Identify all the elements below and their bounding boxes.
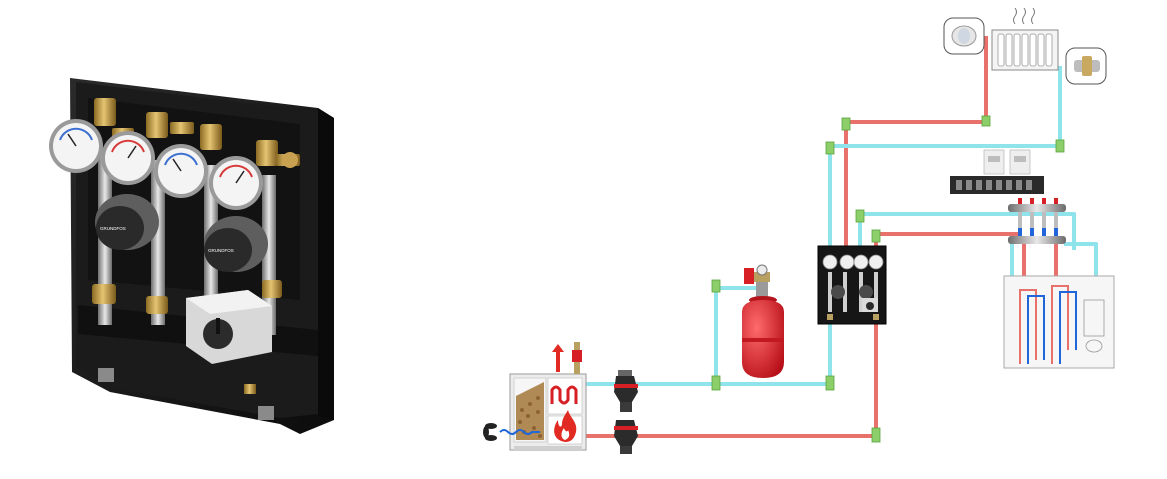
fan-icon: [483, 423, 497, 441]
heat-waves-icon: [1013, 7, 1035, 25]
pipe-2: [151, 160, 165, 325]
dirt-separator: [614, 420, 638, 454]
underfloor-loops: [1003, 275, 1115, 369]
air-flow-icon: [499, 429, 540, 435]
wiring-controller: [950, 176, 1044, 194]
lockshield-valve: [1065, 47, 1107, 85]
safety-valve: [552, 342, 582, 374]
pressure-gauge-2: [154, 144, 208, 198]
circulation-pump-1: GRUNDFOS: [95, 194, 159, 250]
temperature-gauge-1: [101, 131, 155, 185]
room-thermostats: [983, 149, 1031, 175]
pump-brand-2: GRUNDFOS: [208, 248, 234, 253]
mixing-valve-actuator: [186, 290, 272, 364]
pressure-gauge-1: [49, 119, 103, 173]
return-pipe-manifold-to-station: [858, 212, 1076, 250]
pipe-fittings: [711, 115, 1065, 443]
temperature-gauge-2: [209, 156, 263, 210]
return-pipe-boiler-to-station: [586, 286, 762, 386]
circulation-pump-2: GRUNDFOS: [204, 216, 268, 272]
pump-station-icon: [817, 245, 887, 325]
radiator: [991, 7, 1059, 71]
floor-manifold: [1008, 198, 1066, 244]
flame-icon: [554, 410, 577, 442]
return-pipe-radiator-to-station: [828, 66, 1062, 248]
thermostatic-head: [943, 17, 985, 55]
pump-station-product: GRUNDFOS GRUNDFOS: [49, 78, 334, 434]
valve-icon: [1074, 56, 1100, 76]
relief-arrow-icon: [552, 344, 564, 372]
heat-exchanger-icon: [550, 385, 578, 405]
pellet-boiler: [509, 373, 587, 451]
supply-pipe-station-to-manifold: [874, 232, 1020, 248]
air-separator: [614, 370, 638, 412]
expansion-vessel: [742, 264, 784, 378]
supply-pipe-station-to-radiator: [844, 36, 988, 248]
blower-fan: [483, 423, 540, 441]
pump-brand-1: GRUNDFOS: [100, 226, 126, 231]
